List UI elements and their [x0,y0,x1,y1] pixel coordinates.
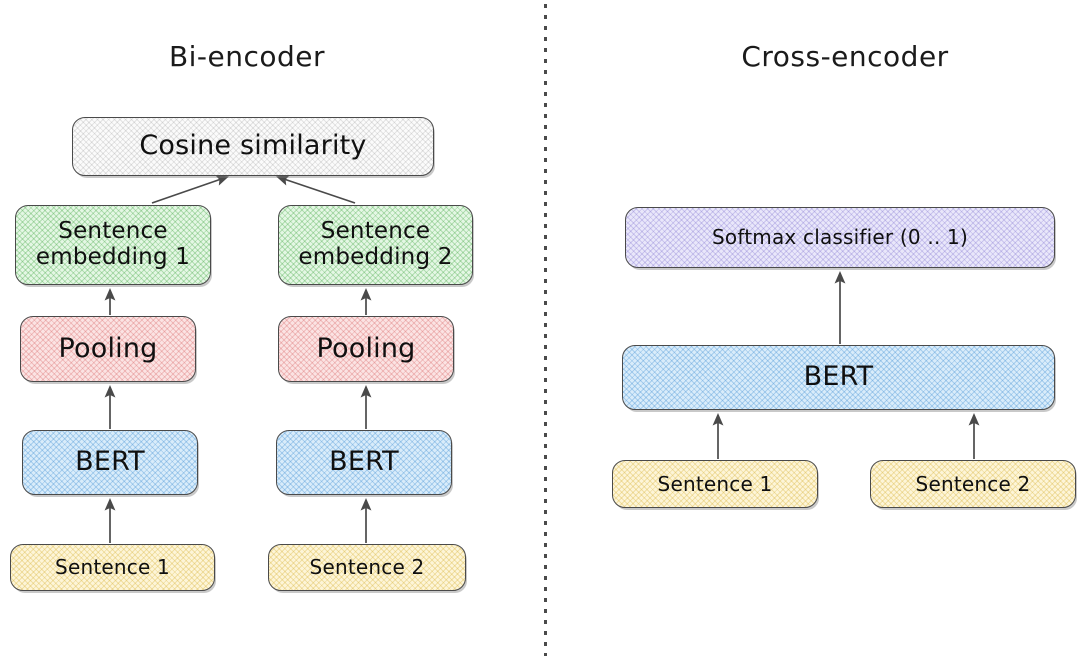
node-pooling-1[interactable]: Pooling [20,316,196,382]
node-sentence-2[interactable]: Sentence 2 [268,544,466,591]
node-sentence-1[interactable]: Sentence 1 [10,544,215,591]
node-ce-sentence-2-label: Sentence 2 [915,471,1031,496]
node-ce-bert-label: BERT [803,361,874,393]
node-sentence-embedding-1-label: Sentence embedding 1 [30,218,196,271]
node-bert-1[interactable]: BERT [22,430,198,495]
arrow-embedding1-to-cosine [151,175,229,204]
node-cosine-similarity[interactable]: Cosine similarity [72,117,434,176]
node-ce-bert[interactable]: BERT [622,345,1055,410]
panel-title-bi-encoder: Bi-encoder [168,40,326,73]
panel-divider [544,4,547,656]
embedding-1-line-1: Sentence [58,218,168,245]
embedding-2-line-2: embedding 2 [298,244,453,270]
node-sentence-embedding-2-label: Sentence embedding 2 [292,218,458,271]
node-ce-sentence-1[interactable]: Sentence 1 [612,460,818,508]
node-pooling-1-label: Pooling [58,332,158,364]
node-sentence-embedding-1[interactable]: Sentence embedding 1 [15,205,211,285]
node-sentence-2-label: Sentence 2 [309,555,425,580]
node-pooling-2[interactable]: Pooling [278,316,454,382]
node-softmax-classifier[interactable]: Softmax classifier (0 .. 1) [625,207,1055,268]
node-sentence-1-label: Sentence 1 [55,555,170,580]
embedding-2-line-1: Sentence [320,218,431,245]
embedding-1-line-2: embedding 1 [35,244,191,270]
node-pooling-2-label: Pooling [316,332,416,364]
node-sentence-embedding-2[interactable]: Sentence embedding 2 [278,205,473,285]
node-cosine-similarity-label: Cosine similarity [139,130,367,162]
node-bert-2-label: BERT [329,446,399,478]
node-bert-2[interactable]: BERT [276,430,452,495]
node-ce-sentence-2[interactable]: Sentence 2 [870,460,1076,508]
node-softmax-classifier-label: Softmax classifier (0 .. 1) [712,225,968,250]
arrow-embedding2-to-cosine [276,175,356,204]
node-ce-sentence-1-label: Sentence 1 [657,471,773,496]
node-bert-1-label: BERT [75,446,145,478]
panel-title-cross-encoder: Cross-encoder [741,40,949,73]
